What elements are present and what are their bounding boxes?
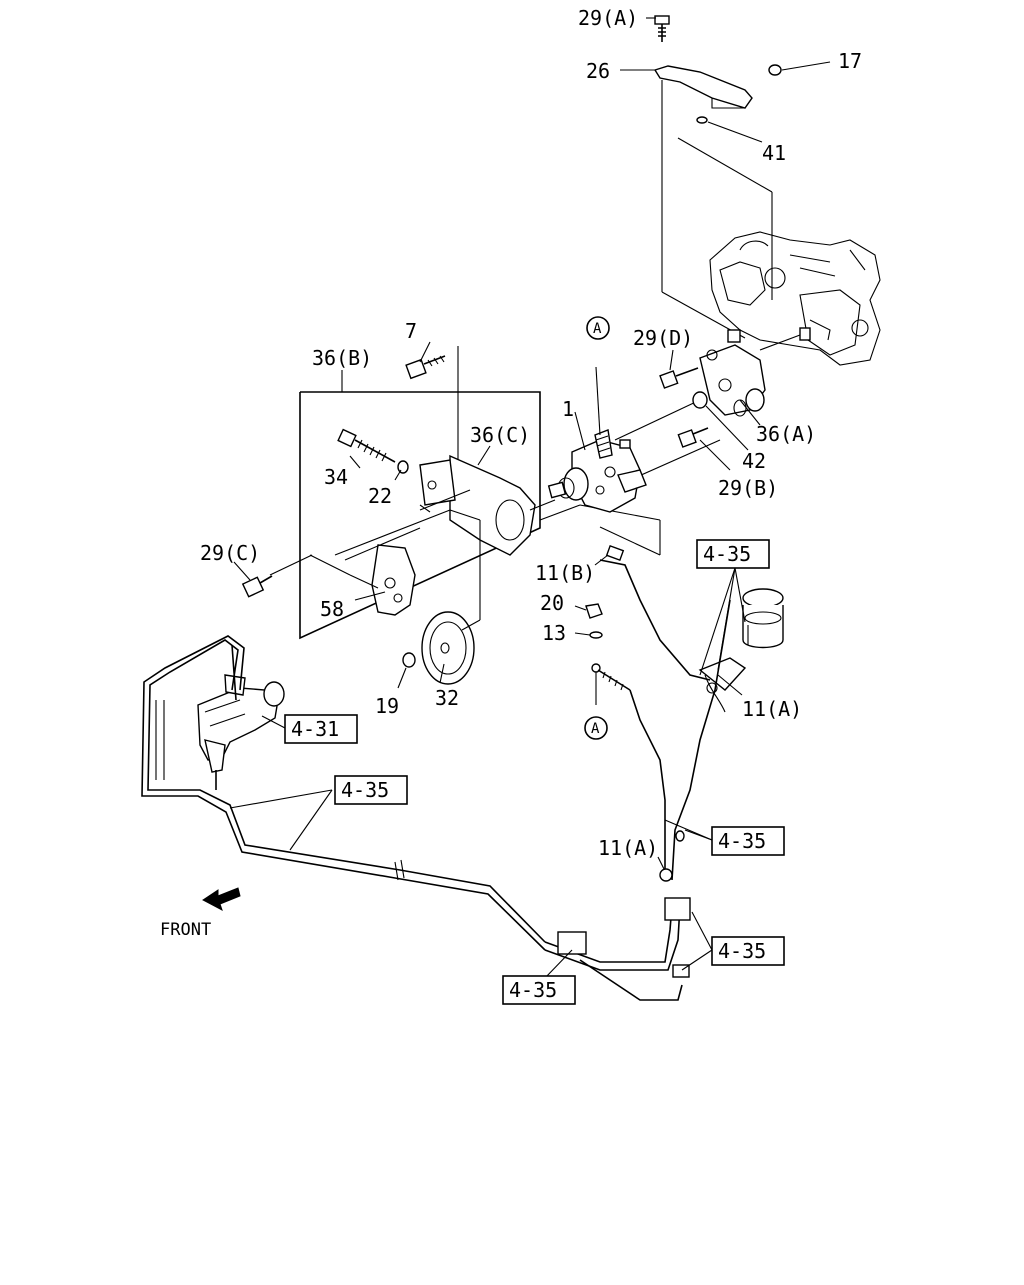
leader-lines [229,17,831,979]
label-58: 58 [320,597,344,621]
clip-11a [659,868,673,882]
nut-19 [402,652,416,668]
hose-fitting [591,663,631,691]
svg-text:4-35: 4-35 [718,829,766,853]
reference-box-4-31: 4-31 [284,714,358,744]
svg-text:A: A [593,321,602,337]
label-29b: 29(B) [718,476,778,500]
bracket-36a-boss [727,329,741,343]
assembly-frame-36b [299,391,541,640]
label-29d: 29(D) [633,326,693,350]
nut-20 [585,603,603,619]
label-7: 7 [405,319,417,343]
bolt-29d [659,367,699,389]
reference-box-4-35-left: 4-35 [334,775,408,805]
svg-text:4-35: 4-35 [703,542,751,566]
reference-box-4-35-reservoir: 4-35 [696,539,770,569]
reservoir [698,588,784,713]
bracket-36c [419,454,536,556]
washer-41 [696,116,708,124]
bolt-34 [337,428,409,474]
exploded-view-lines [269,399,721,631]
reference-box-4-35-right-low: 4-35 [711,936,785,966]
marker-a-top: A [586,316,610,340]
label-42: 42 [742,449,766,473]
nut-42 [692,391,708,409]
reference-box-4-35-right-mid: 4-35 [711,826,785,856]
label-36c: 36(C) [470,423,530,447]
bolt-29c [241,575,273,598]
label-22: 22 [368,484,392,508]
washer-13 [589,631,603,639]
label-17: 17 [838,49,862,73]
label-11b: 11(B) [535,561,595,585]
clamp-middle [557,931,587,955]
fitting-11b [605,545,625,561]
bolt-29b [677,427,709,448]
pulley-32 [402,611,475,685]
marker-a-bottom: A [584,716,608,740]
reference-box-4-35-bottom: 4-35 [502,975,576,1005]
front-label: FRONT [160,920,211,940]
svg-text:4-31: 4-31 [291,717,339,741]
label-11a-top: 11(A) [742,697,802,721]
label-29a: 29(A) [578,6,638,30]
plate-58 [371,544,416,616]
label-36a: 36(A) [756,422,816,446]
svg-text:4-35: 4-35 [509,978,557,1002]
label-29c: 29(C) [200,541,260,565]
pump-1 [547,429,647,513]
label-32: 32 [435,686,459,710]
label-19: 19 [375,694,399,718]
nut-17 [768,64,782,76]
label-26: 26 [586,59,610,83]
bracket-36a [699,327,811,417]
svg-text:4-35: 4-35 [718,939,766,963]
label-20: 20 [540,591,564,615]
hose-lines [141,559,731,1001]
top-bracket-assembly [653,15,782,339]
front-direction-arrow-icon [202,887,241,912]
bolt-29a-head [654,15,670,25]
label-11a-bottom: 11(A) [598,836,658,860]
label-1: 1 [562,397,574,421]
clamp-upper [664,897,691,921]
bracket-26 [653,65,753,109]
label-34: 34 [324,465,348,489]
label-36b: 36(B) [312,346,372,370]
steering-gear [197,674,285,790]
washer-22 [397,460,409,474]
label-13: 13 [542,621,566,645]
svg-text:A: A [591,721,600,737]
svg-text:4-35: 4-35 [341,778,389,802]
label-41: 41 [762,141,786,165]
